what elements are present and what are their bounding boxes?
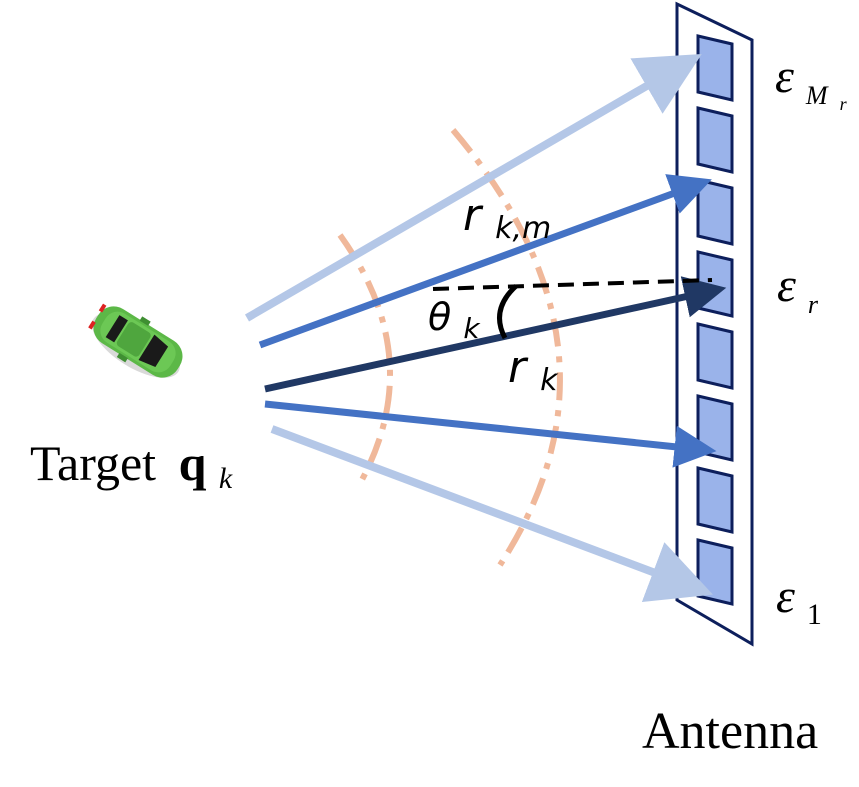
antenna-element: [696, 178, 734, 246]
reference-distance-symbol: r: [508, 342, 529, 393]
element-label-top-subscript: M: [805, 81, 829, 110]
element-label-middle: ε r: [777, 259, 819, 319]
element-label-top: ε M r: [775, 50, 848, 115]
signal-arrow-bottom-light: [270, 425, 713, 603]
antenna-array: [675, 1, 754, 647]
outer-wavefront-arc: [450, 128, 563, 567]
signal-arrow-center-dark: [264, 276, 727, 393]
element-label-top-symbol: ε: [775, 50, 794, 103]
antenna-label: Antenna: [642, 703, 818, 760]
element-label-middle-symbol: ε: [777, 259, 796, 312]
antenna-element: [696, 34, 734, 102]
element-distance-symbol: r: [463, 190, 484, 241]
target-word: Target: [30, 435, 156, 491]
reference-dashed-line: [432, 278, 713, 291]
element-distance-label: r k,m: [463, 190, 551, 246]
antenna-element: [696, 466, 734, 534]
element-label-bottom: ε 1: [776, 570, 822, 631]
antenna-element: [696, 250, 734, 318]
antenna-element: [696, 322, 734, 390]
element-label-bottom-symbol: ε: [776, 570, 795, 623]
element-label-bottom-subscript: 1: [807, 598, 822, 631]
inner-wavefront-arc: [337, 233, 393, 489]
angle-arc: [497, 284, 518, 340]
element-label-top-subsubscript: r: [840, 94, 848, 114]
angle-subscript: k: [463, 312, 481, 345]
reference-distance-subscript: k: [540, 363, 559, 398]
signal-arrow-top-medium: [258, 174, 712, 349]
target-subscript: k: [219, 462, 233, 495]
signal-arrow-top-light: [244, 53, 702, 322]
signal-arrow-bottom-medium: [264, 400, 717, 468]
element-label-middle-subscript: r: [808, 290, 819, 319]
target-label: Target q k: [30, 435, 233, 495]
element-distance-subscript: k,m: [495, 211, 551, 246]
antenna-element: [696, 106, 734, 174]
angle-symbol: θ: [428, 295, 451, 339]
antenna-element: [696, 538, 734, 606]
target-symbol: q: [179, 435, 207, 491]
car-icon: [88, 303, 183, 378]
angle-label: θ k: [428, 295, 481, 345]
reference-distance-label: r k: [508, 342, 559, 398]
